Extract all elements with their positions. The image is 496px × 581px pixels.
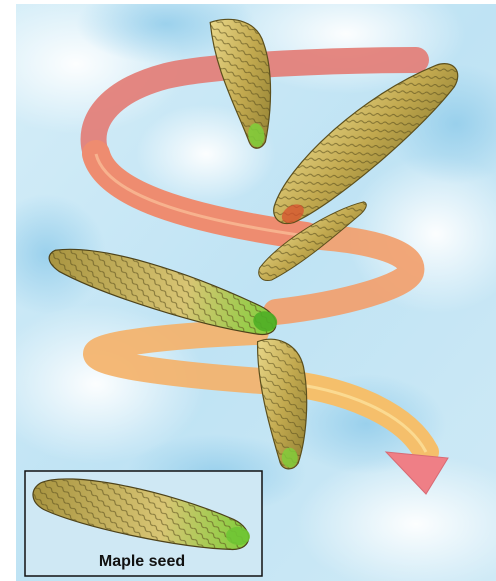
maple-seed-spiral-diagram: Maple seed <box>16 4 496 581</box>
maple-seed-inset: Maple seed <box>25 471 262 576</box>
inset-label: Maple seed <box>99 553 185 570</box>
